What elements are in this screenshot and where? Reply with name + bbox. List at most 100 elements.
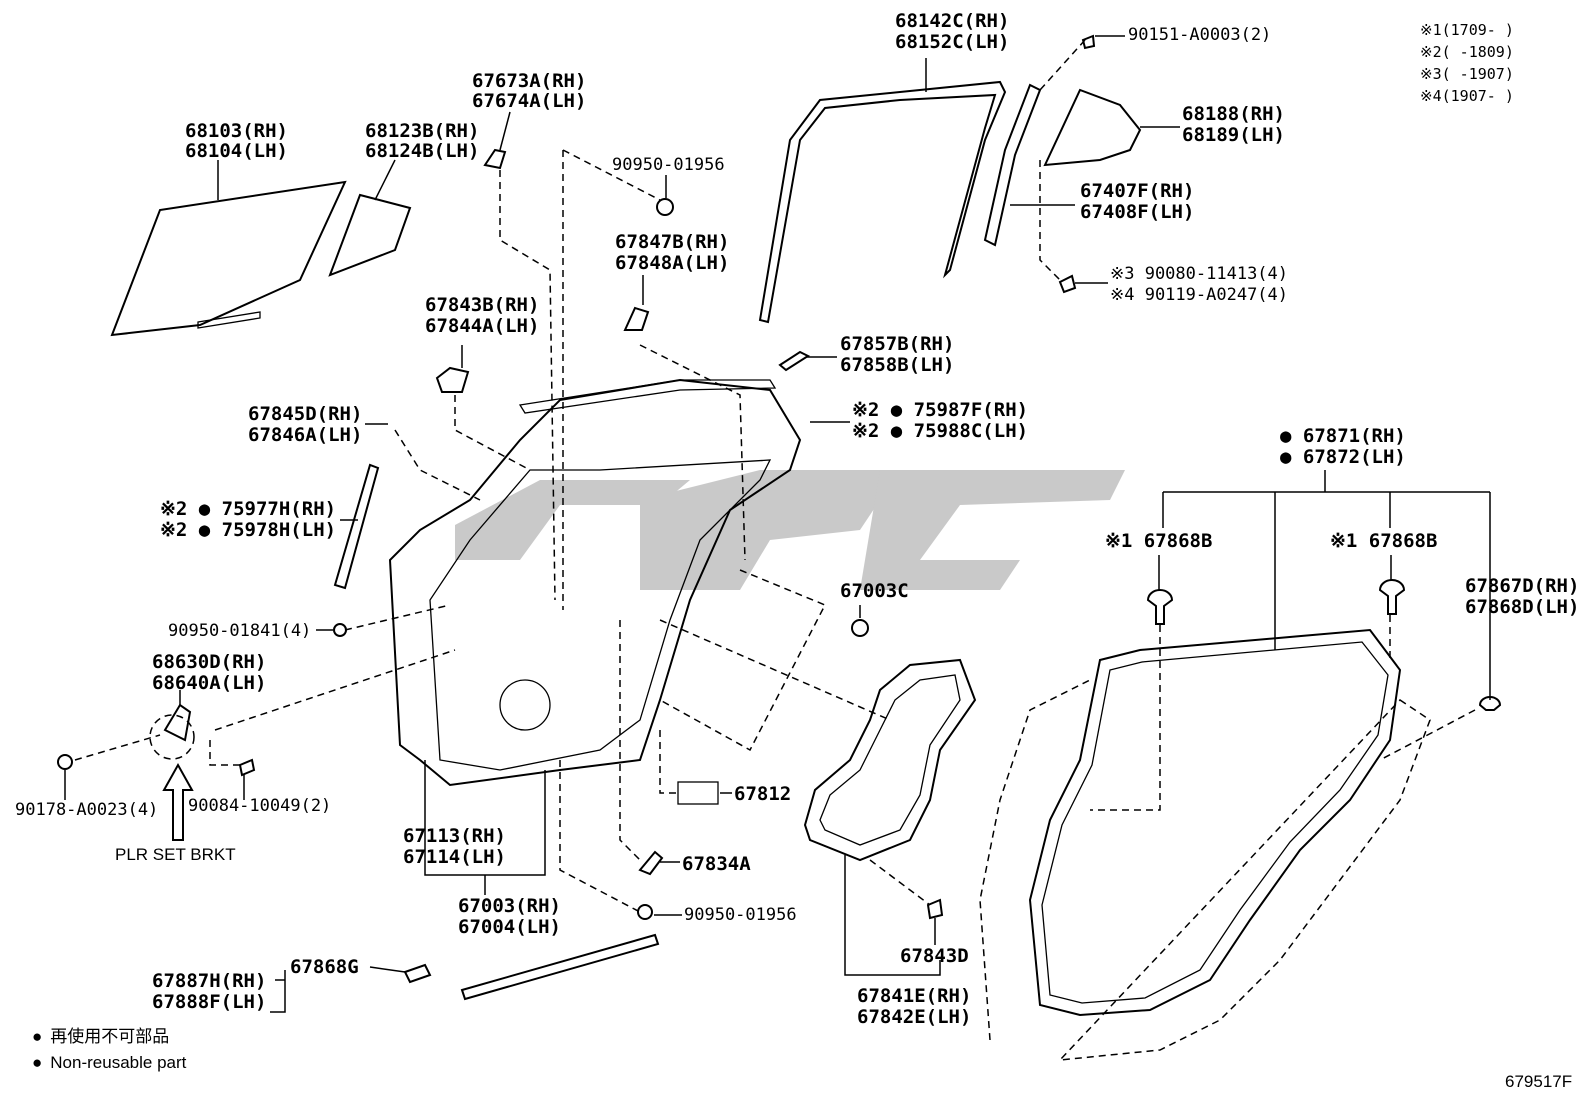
assembly-line <box>454 395 531 471</box>
assembly-line <box>659 619 891 721</box>
assembly-line <box>1379 709 1476 761</box>
plr-arrow <box>162 762 194 841</box>
figure-code: 679517F <box>1505 1072 1572 1091</box>
label-68640a: 68640A(LH) <box>152 672 266 694</box>
lower-molding <box>460 933 660 1001</box>
label-68142c: 68142C(RH) <box>895 10 1009 32</box>
clip-67003c <box>851 619 869 637</box>
label-67407f: 67407F(RH) <box>1080 180 1194 202</box>
clip-67868g <box>403 963 432 984</box>
pad-67812 <box>677 781 719 805</box>
division-bar <box>983 83 1042 247</box>
label-90950-01956-bottom: 90950-01956 <box>684 905 797 925</box>
footnote-2: ※2( -1809) <box>1420 43 1514 61</box>
assembly-line <box>562 149 661 610</box>
label-67812: 67812 <box>734 783 791 805</box>
assembly-line <box>639 344 746 561</box>
label-67113: 67113(RH) <box>403 825 506 847</box>
label-67845d: 67845D(RH) <box>248 403 362 425</box>
weatherstrip-outline <box>979 679 1431 1061</box>
label-67867d: 67867D(RH) <box>1465 575 1579 597</box>
label-68104: 68104(LH) <box>185 140 288 162</box>
label-90151: 90151-A0003(2) <box>1128 25 1271 45</box>
legend-non-reusable-en: ●Non-reusable part <box>32 1053 187 1072</box>
label-75988c: ※2 ● 75988C(LH) <box>852 420 1028 442</box>
label-67857b: 67857B(RH) <box>840 333 954 355</box>
door-inner-panel <box>429 459 772 771</box>
screw-90151 <box>1081 34 1096 50</box>
glass-channel <box>197 311 261 329</box>
grommet-90950-lower <box>637 904 653 920</box>
label-90080: ※3 90080-11413(4) <box>1110 264 1288 284</box>
clip-90950-01841 <box>333 623 347 637</box>
quarter-window <box>1043 88 1142 167</box>
label-67834a: 67834A <box>682 853 751 875</box>
label-67868b-left: ※1 67868B <box>1105 530 1212 552</box>
stop-67843 <box>435 366 470 393</box>
label-67843b: 67843B(RH) <box>425 294 539 316</box>
quarter-glass <box>328 193 412 277</box>
assembly-line <box>659 569 827 752</box>
assembly-line <box>394 429 481 501</box>
assembly-line <box>619 620 641 861</box>
door-belt-molding <box>518 379 777 414</box>
label-67848a: 67848A(LH) <box>615 252 729 274</box>
label-67871: ● 67871(RH) <box>1280 425 1406 447</box>
stop-67847 <box>623 306 650 331</box>
label-68189: 68189(LH) <box>1182 124 1285 146</box>
label-67842e: 67842E(LH) <box>857 1006 971 1028</box>
label-67004: 67004(LH) <box>458 916 561 938</box>
clip-67843d <box>926 898 944 920</box>
door-weatherstrip <box>1028 628 1402 1017</box>
label-67003: 67003(RH) <box>458 895 561 917</box>
label-68123b: 68123B(RH) <box>365 120 479 142</box>
label-68103: 68103(RH) <box>185 120 288 142</box>
label-67868g: 67868G <box>290 956 359 978</box>
window-frame <box>758 80 1007 324</box>
bracket-68630 <box>163 703 192 742</box>
leader <box>844 855 941 976</box>
weatherstrip-inner <box>1041 641 1389 1004</box>
label-67843d: 67843D <box>900 945 969 967</box>
label-67858b: 67858B(LH) <box>840 354 954 376</box>
assembly-line <box>74 734 161 761</box>
clip-67868b-right <box>1378 579 1406 615</box>
label-67408f: 67408F(LH) <box>1080 201 1194 223</box>
label-67846a: 67846A(LH) <box>248 424 362 446</box>
label-68630d: 68630D(RH) <box>152 651 266 673</box>
footnote-3: ※3( -1907) <box>1420 65 1514 83</box>
label-67872: ● 67872(LH) <box>1280 446 1406 468</box>
assembly-line <box>209 740 240 766</box>
service-hole-cover <box>803 658 977 862</box>
stop-67857 <box>778 350 811 372</box>
label-75977h: ※2 ● 75977H(RH) <box>160 498 336 520</box>
label-67868b-right: ※1 67868B <box>1330 530 1437 552</box>
assembly-line <box>559 760 641 913</box>
label-90084: 90084-10049(2) <box>188 796 331 816</box>
clip-67867d <box>1478 696 1502 711</box>
label-68152c: 68152C(LH) <box>895 31 1009 53</box>
clip-67868b-left <box>1146 589 1174 625</box>
assembly-line <box>1090 625 1161 811</box>
label-67674a: 67674A(LH) <box>472 90 586 112</box>
legend-non-reusable-jp: ●再使用不可部品 <box>32 1026 169 1046</box>
label-75978h: ※2 ● 75978H(LH) <box>160 519 336 541</box>
bolt-90080 <box>1058 274 1077 294</box>
leader <box>270 970 286 1013</box>
label-75987f: ※2 ● 75987F(RH) <box>852 399 1028 421</box>
door-glass <box>110 180 347 337</box>
assembly-line <box>869 859 931 906</box>
label-67868d: 67868D(LH) <box>1465 596 1579 618</box>
label-67847b: 67847B(RH) <box>615 231 729 253</box>
label-90950-01841: 90950-01841(4) <box>168 621 311 641</box>
assembly-line <box>344 604 451 631</box>
footnote-1: ※1(1709- ) <box>1420 21 1514 39</box>
label-90178: 90178-A0023(4) <box>15 800 158 820</box>
label-67841e: 67841E(RH) <box>857 985 971 1007</box>
leader <box>499 111 511 151</box>
clip-67834 <box>638 850 664 876</box>
assembly-line <box>659 730 678 794</box>
label-90119: ※4 90119-A0247(4) <box>1110 285 1288 305</box>
assembly-line <box>214 649 456 731</box>
